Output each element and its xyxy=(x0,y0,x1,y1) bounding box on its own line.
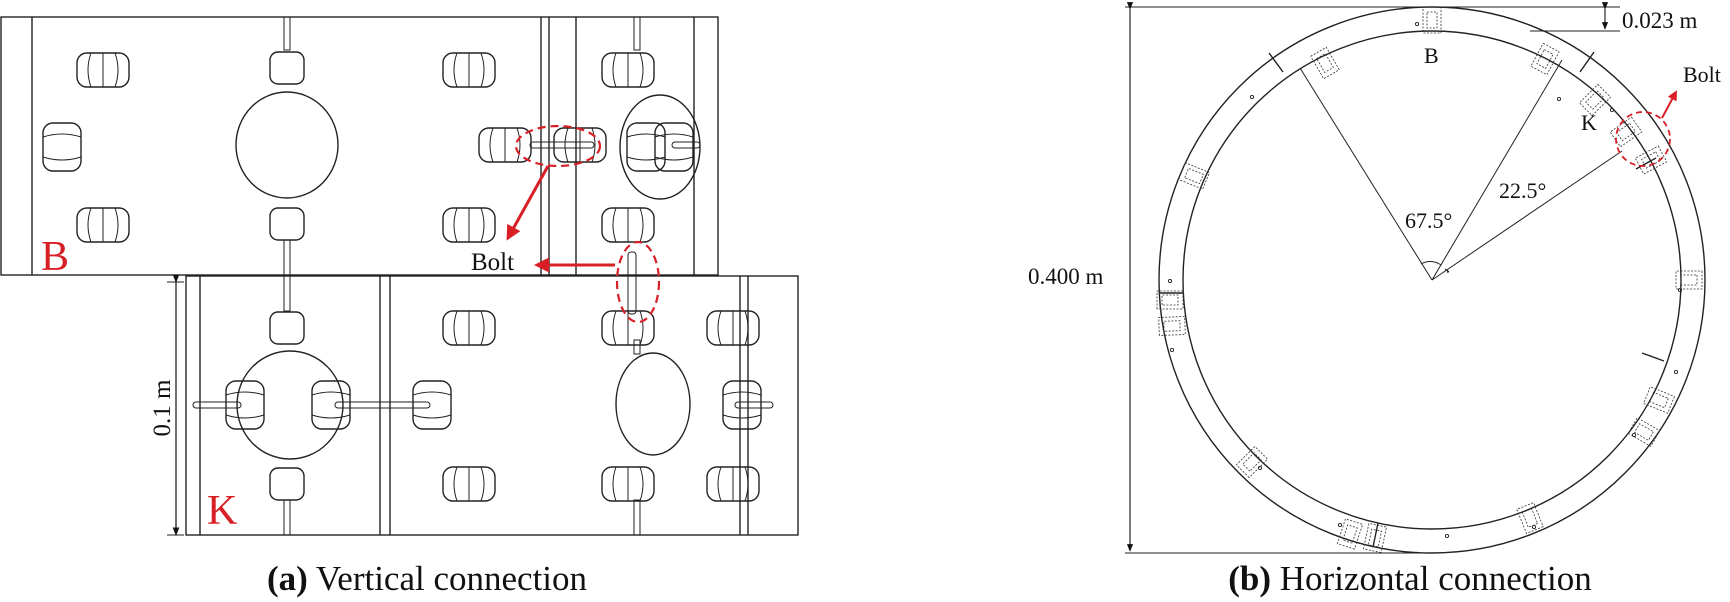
angle-22-5-label: 22.5° xyxy=(1499,178,1546,203)
thickness-label: 0.023 m xyxy=(1622,8,1698,33)
caption-a-text: Vertical connection xyxy=(308,559,587,598)
ring-segment-k-label: K xyxy=(1581,110,1597,135)
angle-67-5-label: 67.5° xyxy=(1405,208,1452,233)
inner-ring xyxy=(1182,30,1682,530)
caption-a-bold: (a) xyxy=(267,559,308,598)
segment-b-label: B xyxy=(41,234,69,280)
segment-b-drawing xyxy=(0,16,719,315)
angle-lines xyxy=(1299,59,1623,281)
segment-k-drawing xyxy=(185,275,799,536)
segment-joints xyxy=(1159,51,1665,548)
bolt-label-a: Bolt xyxy=(471,249,514,276)
bolt-annotation-b xyxy=(1615,90,1677,167)
dimension-diameter xyxy=(1125,2,1432,554)
segment-k-label: K xyxy=(207,488,237,534)
caption-b: (b) Horizontal connection xyxy=(1228,559,1592,598)
panel-b-horizontal-connection: 0.023 m 0.400 m B K Bolt 67.5° 22.5° (b)… xyxy=(1028,2,1721,598)
caption-a: (a) Vertical connection xyxy=(267,559,587,598)
panel-a-vertical-connection: B K Bolt 0.1 m (a) Vertical connection xyxy=(0,16,799,598)
dimension-thickness xyxy=(1432,2,1620,32)
bolt-annotations-a xyxy=(506,124,661,324)
dimension-label-a: 0.1 m xyxy=(149,379,176,437)
diameter-label: 0.400 m xyxy=(1028,264,1104,289)
caption-b-bold: (b) xyxy=(1228,559,1271,598)
ring-bolt-boxes xyxy=(1156,6,1703,553)
ring-dots xyxy=(1167,21,1683,539)
dimension-0-1m xyxy=(167,274,184,536)
ring-segment-b-label: B xyxy=(1424,43,1439,68)
bolt-label-b: Bolt xyxy=(1683,62,1721,87)
caption-b-text: Horizontal connection xyxy=(1271,559,1592,598)
